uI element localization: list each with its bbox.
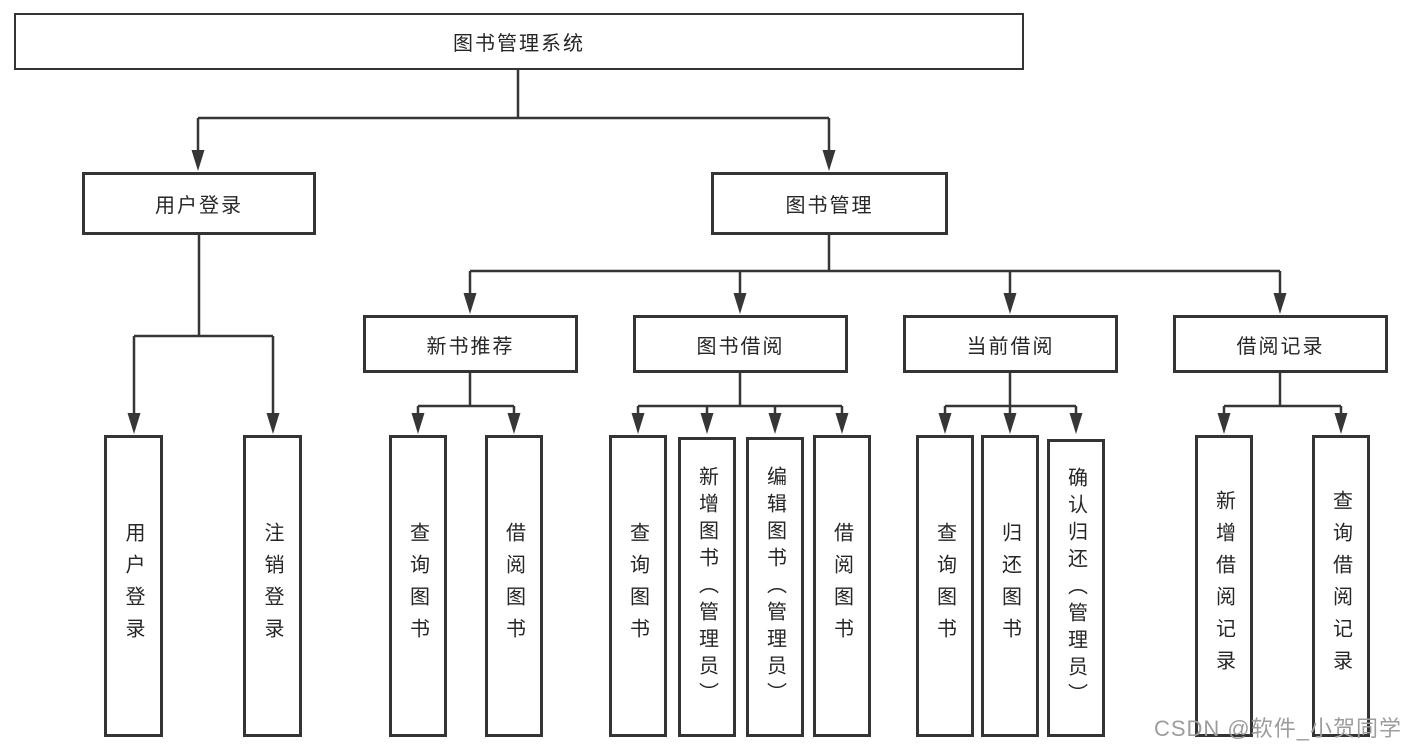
node-label: 归还图书	[998, 522, 1021, 650]
node-label: 确认归还（管理员）	[1064, 466, 1087, 710]
csdn-watermark: CSDN @软件_小贺同学	[1153, 716, 1402, 741]
node-leaf-query-books-2: 查询图书	[609, 435, 667, 737]
node-leaf-add-borrow-record: 新增借阅记录	[1195, 435, 1253, 737]
node-label: 注销登录	[261, 522, 283, 650]
node-leaf-return-books: 归还图书	[981, 435, 1039, 737]
node-library-management-system: 图书管理系统	[14, 13, 1024, 70]
node-label: 新增图书（管理员）	[695, 465, 718, 709]
node-label: 查询图书	[626, 522, 649, 650]
connector-book-borrowing-to-leaves	[631, 372, 849, 434]
node-leaf-confirm-return-admin: 确认归还（管理员）	[1047, 439, 1105, 737]
node-label: 图书借阅	[696, 335, 785, 358]
node-label: 当前借阅	[966, 335, 1055, 358]
node-label: 图书管理	[785, 195, 874, 217]
node-label: 借阅图书	[830, 522, 853, 650]
node-label: 查询图书	[406, 522, 429, 650]
node-leaf-query-books-1: 查询图书	[389, 435, 447, 737]
connector-current-borrowing-to-leaves	[938, 372, 1083, 434]
node-label: 借阅图书	[502, 522, 525, 650]
connector-borrowing-records-to-leaves	[1217, 372, 1348, 434]
node-label: 用户登录	[122, 522, 144, 650]
node-leaf-query-books-3: 查询图书	[916, 435, 974, 737]
node-book-borrowing: 图书借阅	[633, 315, 848, 373]
connector-new-book-to-leaves	[411, 372, 521, 434]
node-leaf-logout: 注销登录	[243, 435, 302, 737]
node-leaf-add-books-admin: 新增图书（管理员）	[678, 437, 736, 737]
node-label: 用户登录	[155, 195, 243, 217]
node-label: 新增借阅记录	[1212, 490, 1235, 682]
node-label: 图书管理系统	[453, 33, 585, 55]
node-borrowing-records: 借阅记录	[1173, 315, 1388, 373]
node-current-borrowing: 当前借阅	[903, 315, 1118, 373]
connector-user-login-to-leaves	[127, 234, 280, 434]
node-label: 编辑图书（管理员）	[763, 465, 786, 709]
node-new-book-recommend: 新书推荐	[363, 315, 578, 373]
node-leaf-borrow-books-2: 借阅图书	[813, 435, 871, 737]
node-leaf-query-borrow-record: 查询借阅记录	[1312, 435, 1370, 737]
node-label: 查询图书	[933, 522, 956, 650]
node-leaf-borrow-books-1: 借阅图书	[485, 435, 543, 737]
node-user-login: 用户登录	[82, 172, 316, 235]
node-label: 新书推荐	[426, 335, 515, 358]
node-leaf-user-login: 用户登录	[104, 435, 163, 737]
node-label: 借阅记录	[1236, 335, 1325, 358]
node-label: 查询借阅记录	[1329, 490, 1352, 682]
connector-root-to-level2	[191, 69, 836, 171]
connector-book-management-to-level3	[463, 234, 1287, 314]
node-book-management: 图书管理	[711, 172, 948, 235]
node-leaf-edit-books-admin: 编辑图书（管理员）	[746, 437, 804, 737]
